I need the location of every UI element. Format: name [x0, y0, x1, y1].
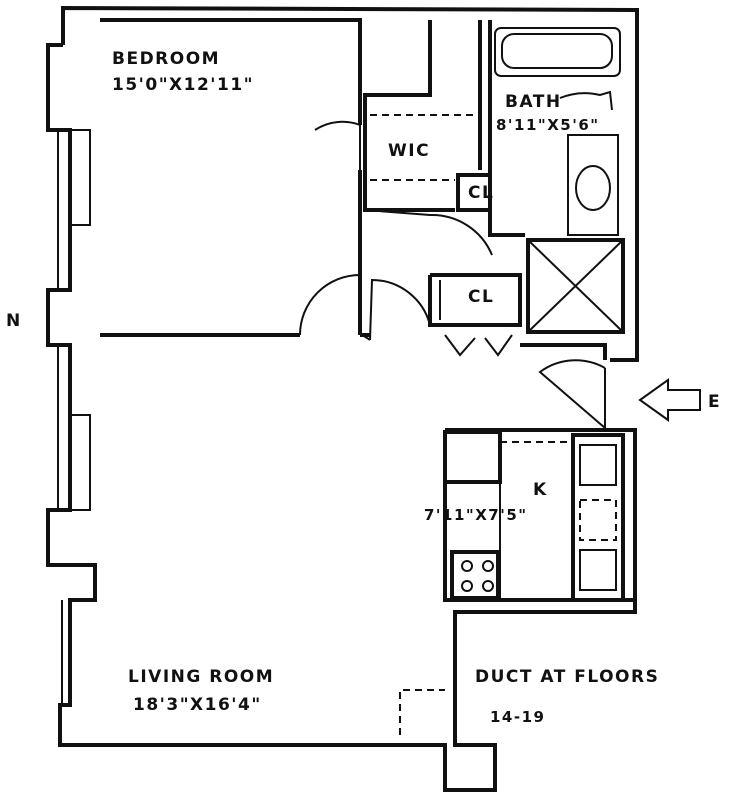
north-label: N — [6, 311, 22, 331]
entry-door: E — [538, 359, 721, 429]
bathroom: BATH 8'11"X5'6" — [488, 20, 625, 334]
wic-closet-label: CL — [468, 183, 494, 203]
entry-label: E — [708, 392, 721, 412]
bath-name: BATH — [505, 92, 562, 112]
duct-note-line2: 14-19 — [490, 708, 545, 726]
hall-closet: CL — [428, 273, 607, 360]
hall-closet-label: CL — [468, 287, 494, 307]
bath-dims: 8'11"X5'6" — [496, 116, 600, 134]
bedroom-dims: 15'0"X12'11" — [112, 75, 254, 95]
kitchen-name: K — [533, 480, 548, 500]
living-room-name: LIVING ROOM — [128, 667, 274, 687]
bedroom: BEDROOM 15'0"X12'11" — [100, 18, 493, 341]
kitchen-dims: 7'11"X7'5" — [424, 506, 528, 524]
bedroom-name: BEDROOM — [112, 49, 220, 69]
duct-note-line1: DUCT AT FLOORS — [475, 667, 659, 687]
kitchen: K 7'11"X7'5" — [424, 428, 637, 602]
living-room: LIVING ROOM 18'3"X16'4" — [128, 667, 445, 735]
entry-arrow-icon — [638, 378, 701, 422]
exterior-walls — [46, 5, 639, 792]
walk-in-closet: WIC CL — [363, 20, 494, 212]
living-room-dims: 18'3"X16'4" — [133, 695, 262, 715]
wic-label: WIC — [388, 141, 430, 161]
